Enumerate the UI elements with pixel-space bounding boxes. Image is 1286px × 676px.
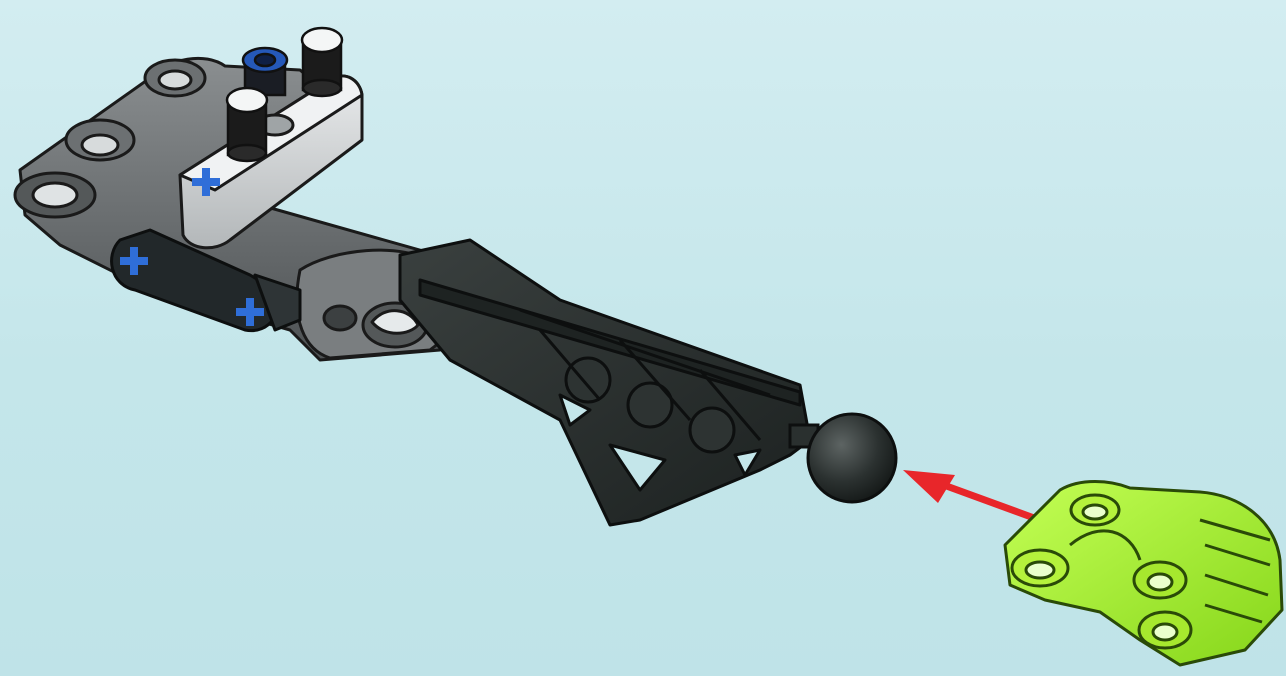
assembly-arrow-icon [903, 470, 1045, 522]
lime-green-socket-piece [1005, 482, 1282, 666]
ball-joint [790, 414, 896, 502]
black-leg-piece [400, 240, 810, 525]
